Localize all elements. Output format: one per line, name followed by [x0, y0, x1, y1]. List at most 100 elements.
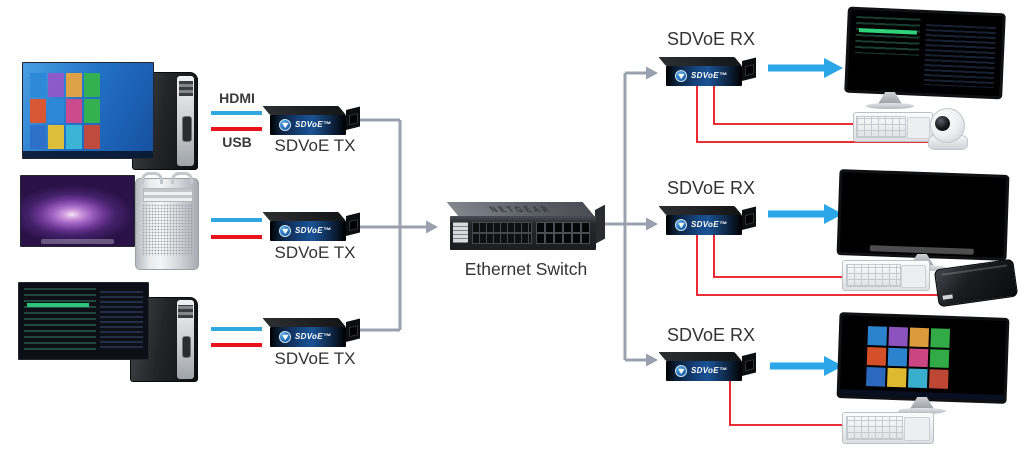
usb-label: USB — [222, 134, 252, 150]
switch-led-panel — [453, 222, 468, 243]
box-top — [262, 106, 346, 115]
monitor-stand — [878, 92, 902, 104]
keyboard-keys — [856, 115, 907, 139]
video-output-arrows — [768, 58, 843, 376]
terminal-text — [855, 16, 921, 56]
box-top — [658, 57, 742, 66]
monitor-stand — [910, 397, 934, 409]
sdvoe-rx-label-2: SDVoE RX — [666, 178, 756, 198]
monitor-base — [866, 103, 914, 109]
sdvoe-logo-icon — [279, 330, 291, 343]
sdvoe-brand-text: SDVoE™ — [691, 365, 728, 375]
source-monitor-linux — [18, 282, 149, 360]
dock — [869, 245, 975, 255]
sdvoe-logo-icon — [279, 118, 291, 131]
hdmi-label: HDMI — [219, 90, 255, 106]
dock — [41, 239, 114, 244]
hdmi-cable-lines — [211, 111, 262, 331]
sdvoe-rx-device-2: SDVoE™ — [658, 206, 756, 235]
sdvoe-logo-icon — [675, 69, 687, 82]
sdvoe-tx-label-2: SDVoE TX — [274, 243, 356, 262]
arrowhead-icon — [426, 220, 438, 234]
source-monitor-mac — [20, 175, 135, 247]
trackpad — [904, 417, 931, 441]
arrowhead-icon — [824, 356, 843, 376]
keyboard-3 — [842, 412, 934, 444]
sdvoe-brand-text: SDVoE™ — [295, 119, 332, 129]
box-top — [658, 352, 742, 361]
sdvoe-tx-device-3: SDVoE™ — [262, 318, 360, 347]
terminal-text — [100, 290, 143, 350]
box-side — [346, 318, 360, 342]
sdvoe-rx-device-1: SDVoE™ — [658, 57, 756, 86]
mac-pro-tower — [135, 172, 199, 270]
front-grille — [142, 204, 192, 257]
switch-side — [595, 204, 605, 244]
sdvoe-brand-text: SDVoE™ — [295, 331, 332, 341]
sdvoe-brand-text: SDVoE™ — [691, 219, 728, 229]
ethernet-switch-label: Ethernet Switch — [464, 259, 588, 279]
box-side — [742, 57, 756, 81]
sfp-ports — [472, 222, 532, 244]
terminal-text — [24, 287, 97, 353]
sdvoe-tx-device-1: SDVoE™ — [262, 106, 360, 135]
terminal-text — [923, 24, 997, 89]
monitor-base — [898, 408, 946, 414]
arrowhead-icon — [646, 217, 658, 231]
sdvoe-logo-icon — [675, 218, 687, 231]
display-monitor-3 — [836, 312, 1010, 404]
windows-start-tiles — [866, 325, 951, 390]
windows-start-tiles — [29, 72, 100, 149]
sdvoe-rx-label-3: SDVoE RX — [666, 325, 756, 345]
display-monitor-2 — [836, 169, 1010, 261]
trackpad — [901, 265, 927, 288]
box-side — [742, 206, 756, 230]
usb-cable-lines — [211, 127, 262, 347]
box-side — [346, 106, 360, 130]
source-monitor-windows — [22, 62, 154, 159]
box-side — [742, 352, 756, 376]
box-front: SDVoE™ — [666, 66, 742, 86]
box-top — [658, 206, 742, 215]
keyboard-1 — [853, 112, 933, 142]
sdvoe-rx-device-3: SDVoE™ — [658, 352, 756, 381]
keyboard-keys — [845, 416, 904, 440]
pc-front-panel — [177, 75, 195, 167]
arrowhead-icon — [824, 204, 843, 224]
display-monitor-1 — [844, 6, 1006, 100]
camera-lens-icon — [935, 116, 950, 131]
sdvoe-tx-label-3: SDVoE TX — [274, 349, 356, 368]
pc-front-panel — [176, 300, 195, 379]
box-front: SDVoE™ — [666, 215, 742, 235]
keyboard-keys — [845, 263, 901, 288]
sdvoe-rx-label-1: SDVoE RX — [666, 29, 756, 49]
sdvoe-logo-icon — [279, 224, 291, 237]
taskbar — [23, 151, 153, 158]
keyboard-2 — [842, 260, 930, 291]
switch-front — [450, 216, 596, 250]
webcam — [926, 108, 968, 150]
sdvoe-brand-text: SDVoE™ — [295, 225, 332, 235]
rx-network-links — [600, 66, 658, 367]
trackpad — [906, 116, 930, 140]
sdvoe-logo-icon — [675, 364, 687, 377]
box-side — [346, 212, 360, 236]
sdvoe-tx-device-2: SDVoE™ — [262, 212, 360, 241]
box-top — [262, 212, 346, 221]
box-front: SDVoE™ — [270, 327, 346, 347]
box-front: SDVoE™ — [666, 361, 742, 381]
drive-bays — [143, 188, 193, 202]
usb-peripheral-wires — [696, 86, 940, 426]
tx-network-links — [357, 118, 438, 332]
arrowhead-icon — [646, 353, 658, 367]
sdvoe-tx-label-1: SDVoE TX — [274, 136, 356, 155]
ethernet-switch-device: NETGEAR — [446, 202, 605, 258]
arrowhead-icon — [824, 58, 843, 78]
terminal-progress-bar — [26, 302, 89, 307]
arrowhead-icon — [646, 66, 658, 80]
rj45-ports — [536, 222, 590, 244]
sdvoe-brand-text: SDVoE™ — [691, 70, 728, 80]
box-front: SDVoE™ — [270, 221, 346, 241]
